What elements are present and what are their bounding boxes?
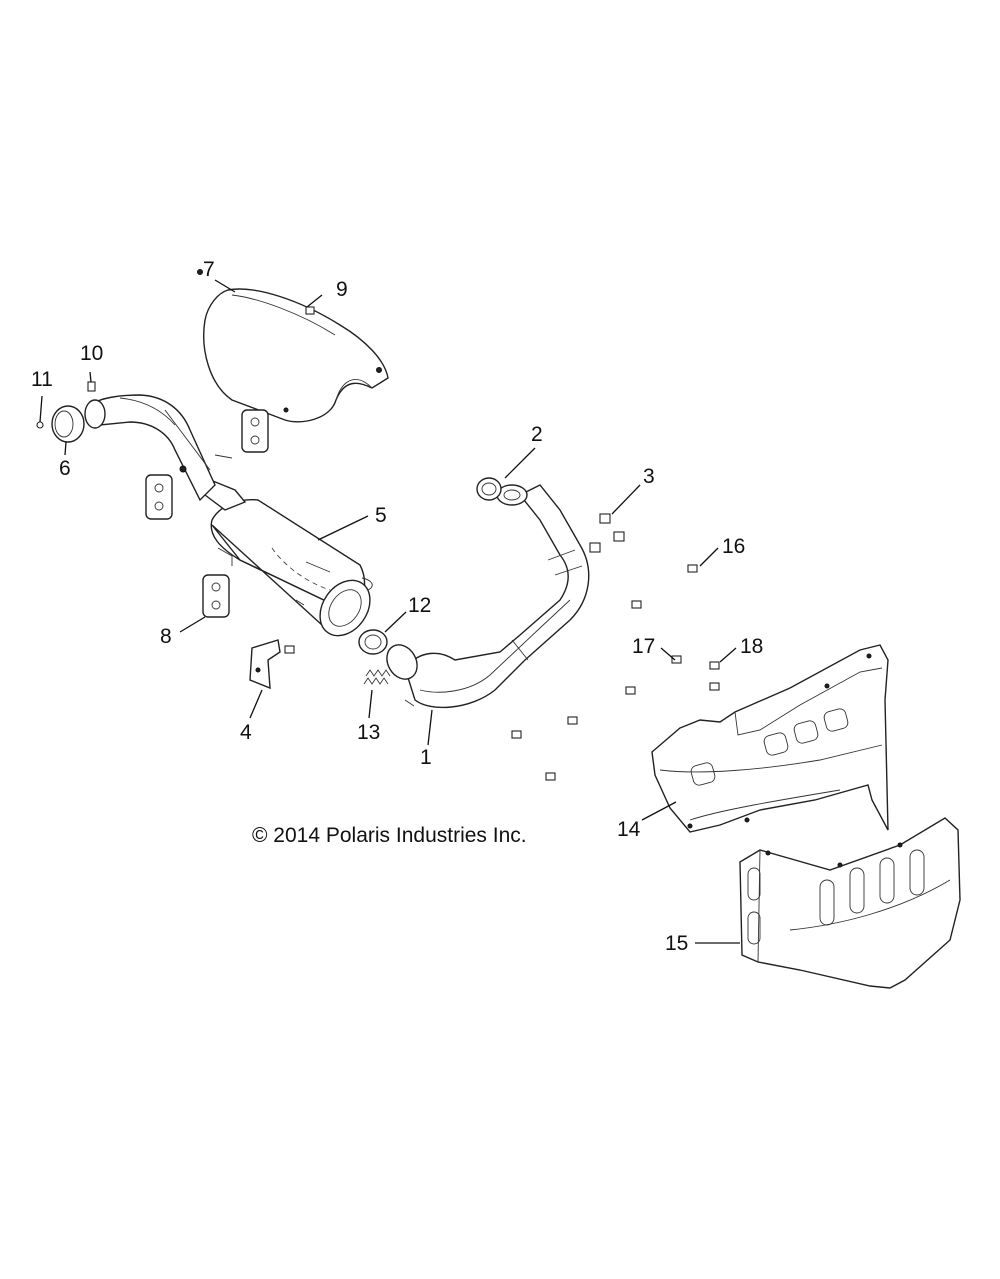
callout-8: 8 (160, 625, 172, 648)
isolator-upper (241, 409, 269, 453)
callout-6: 6 (59, 457, 71, 480)
part-1-head-pipe (386, 484, 590, 709)
callout-3: 3 (643, 465, 655, 488)
callout-2: 2 (531, 423, 543, 446)
callout-11: 11 (31, 368, 53, 391)
part-15-lower-shield (739, 817, 961, 989)
callout-9: 9 (336, 278, 348, 301)
callout-labels: 7 9 10 11 6 2 3 5 16 12 8 17 18 4 13 1 1… (31, 258, 763, 955)
part-6-clamp (51, 405, 85, 443)
part-8-isolator (202, 574, 230, 618)
callout-10: 10 (80, 342, 103, 365)
leader-lines (39, 279, 740, 944)
callout-12: 12 (408, 594, 431, 617)
part-14-heat-shield (651, 644, 889, 833)
callout-5: 5 (375, 504, 387, 527)
callout-15: 15 (665, 932, 688, 955)
part-10-screw (87, 381, 96, 392)
callout-1: 1 (420, 746, 432, 769)
callout-7: 7 (203, 258, 215, 281)
hardware-fasteners (305, 306, 720, 781)
callout-13: 13 (357, 721, 380, 744)
callout-17: 17 (632, 635, 655, 658)
part-2-gasket (476, 477, 502, 501)
part-11-screw (36, 421, 44, 429)
callout-4: 4 (240, 721, 252, 744)
callout-14: 14 (617, 818, 641, 841)
part-5-muffler (196, 473, 373, 637)
copyright-notice: © 2014 Polaris Industries Inc. (252, 824, 527, 847)
tail-pipe-assembly (84, 394, 233, 502)
callout-16: 16 (722, 535, 745, 558)
callout-18: 18 (740, 635, 763, 658)
part-7-muffler-heat-shield (197, 269, 389, 423)
isolator-middle (145, 474, 173, 520)
part-12-gasket (358, 629, 388, 655)
part-13-spring (363, 669, 391, 685)
part-3-nuts (589, 513, 625, 553)
part-4-bracket (249, 639, 295, 690)
